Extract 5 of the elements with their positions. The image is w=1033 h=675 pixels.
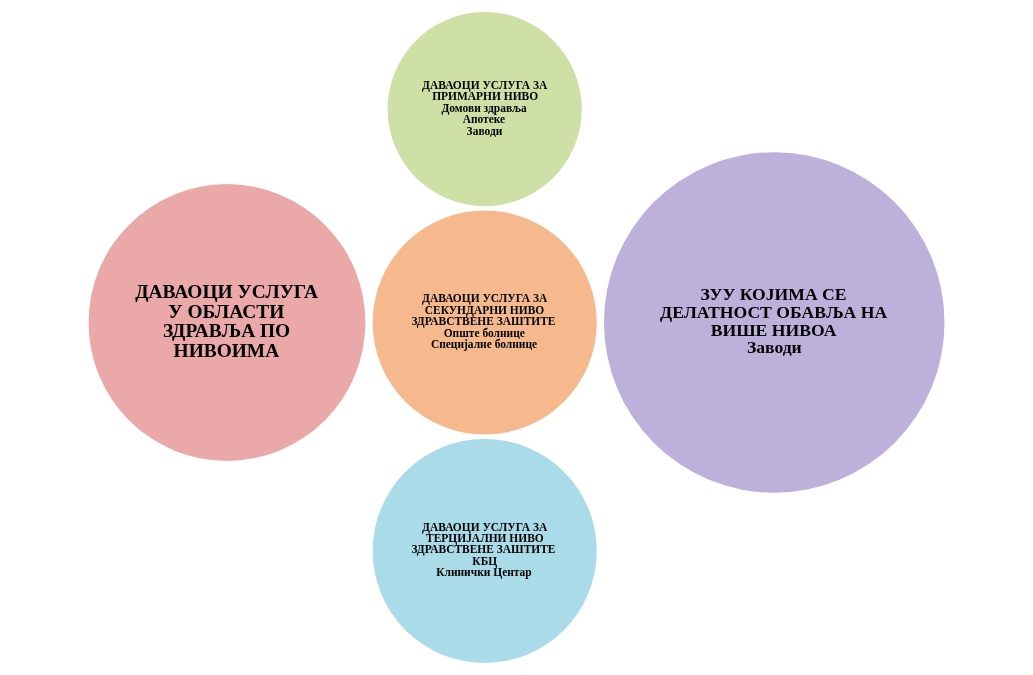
node-circle: ДАВАОЦИ УСЛУГА ЗА ПРИМАРНИ НИВО Домови здравља Апотеке Заводи bbox=[387, 12, 582, 207]
node-circle: ДАВАОЦИ УСЛУГА У ОБЛАСТИ ЗДРАВЉА ПО НИВОИМА bbox=[88, 184, 366, 461]
node-circle: ДАВАОЦИ УСЛУГА ЗА ТЕРЦИЈАЛНИ НИВО ЗДРАВСТВЕНЕ ЗАШТИТЕ КБЦ Клинички Центар bbox=[372, 438, 597, 663]
node-circle: ЗУУ КОЈИМА СЕ ДЕЛАТНОСТ ОБАВЉА НА ВИШЕ НИВОА Заводи bbox=[603, 152, 945, 493]
node-circle: ДАВАОЦИ УСЛУГА ЗА СЕКУНДАРНИ НИВО ЗДРАВСТВЕНЕ ЗАШТИТЕ Опште болнице Специјалне болнице bbox=[372, 210, 597, 435]
